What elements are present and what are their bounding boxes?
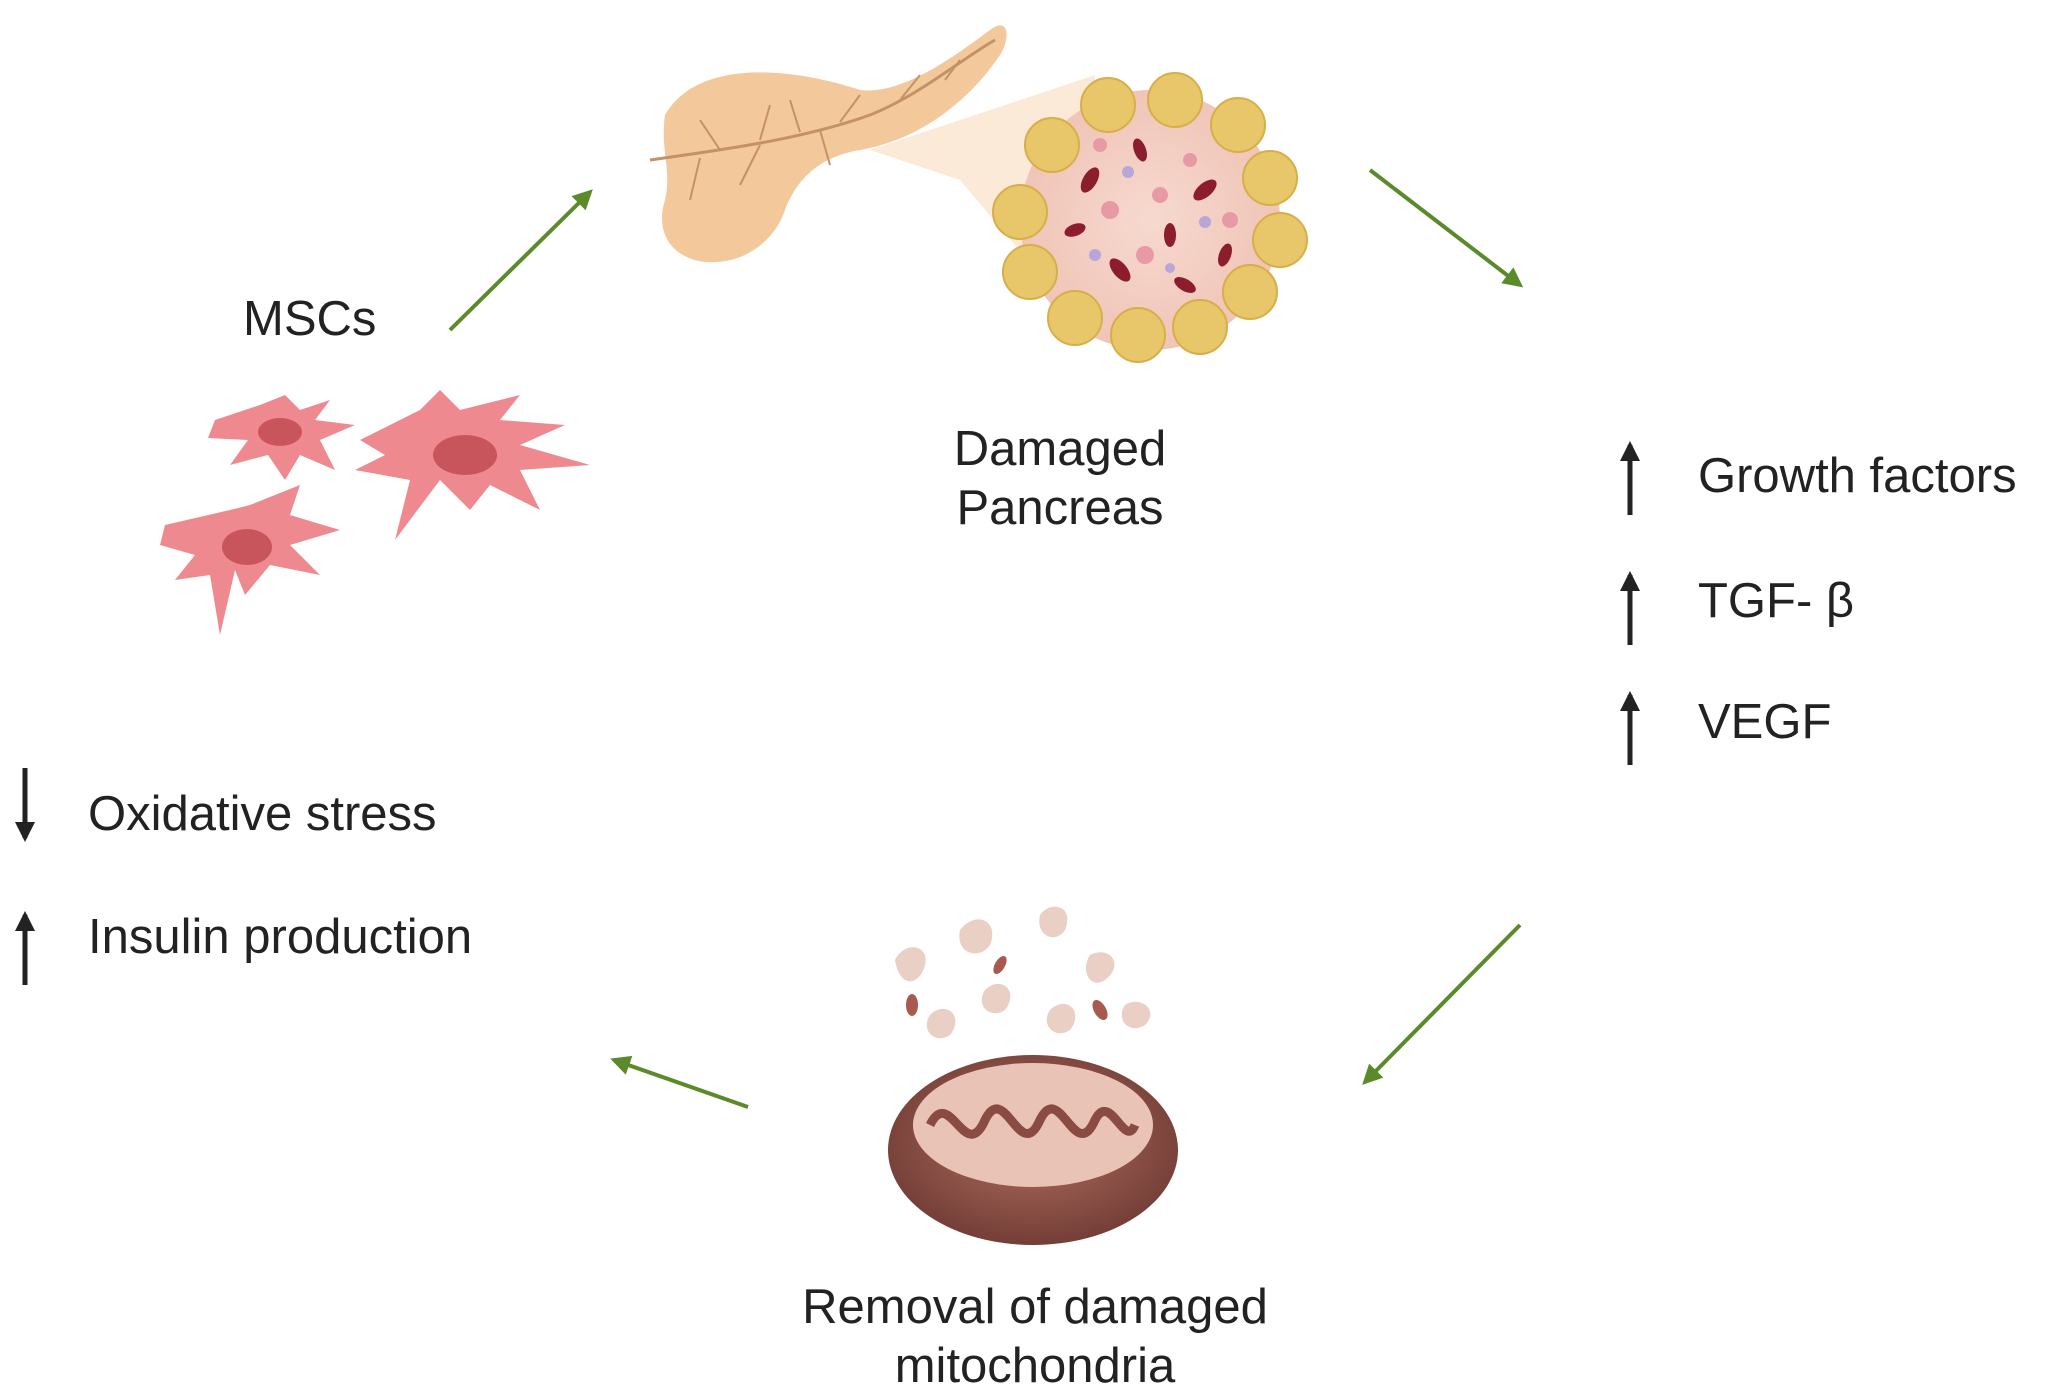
mscs-label: MSCs bbox=[243, 292, 377, 346]
tgf-beta-label: TGF- β bbox=[1698, 574, 1855, 628]
mitochondria-removal-label-line1: Removal of damaged bbox=[802, 1280, 1268, 1334]
mitochondria-removal-label-line2: mitochondria bbox=[894, 1338, 1176, 1393]
islet-icon bbox=[992, 72, 1308, 363]
damaged-pancreas-label-line1: Damaged bbox=[953, 422, 1167, 476]
oxidative-stress-label: Oxidative stress bbox=[88, 787, 437, 841]
mitochondria-removal-label: Removal of damaged mitochondria bbox=[780, 1278, 1290, 1396]
cycle-arrow-3 bbox=[1362, 923, 1522, 1085]
msc-cell-icon bbox=[160, 390, 590, 635]
damaged-pancreas-label-line2: Pancreas bbox=[956, 480, 1164, 535]
vegf-label: VEGF bbox=[1698, 695, 1832, 749]
cycle-arrow-2 bbox=[1368, 168, 1524, 288]
damaged-pancreas-label: Damaged Pancreas bbox=[905, 420, 1215, 538]
cycle-arrow-4 bbox=[610, 1055, 749, 1109]
mitochondrion-icon bbox=[888, 906, 1178, 1245]
growth-factors-label: Growth factors bbox=[1698, 449, 2017, 503]
cycle-arrow-1 bbox=[448, 189, 593, 332]
insulin-production-label: Insulin production bbox=[88, 910, 473, 964]
